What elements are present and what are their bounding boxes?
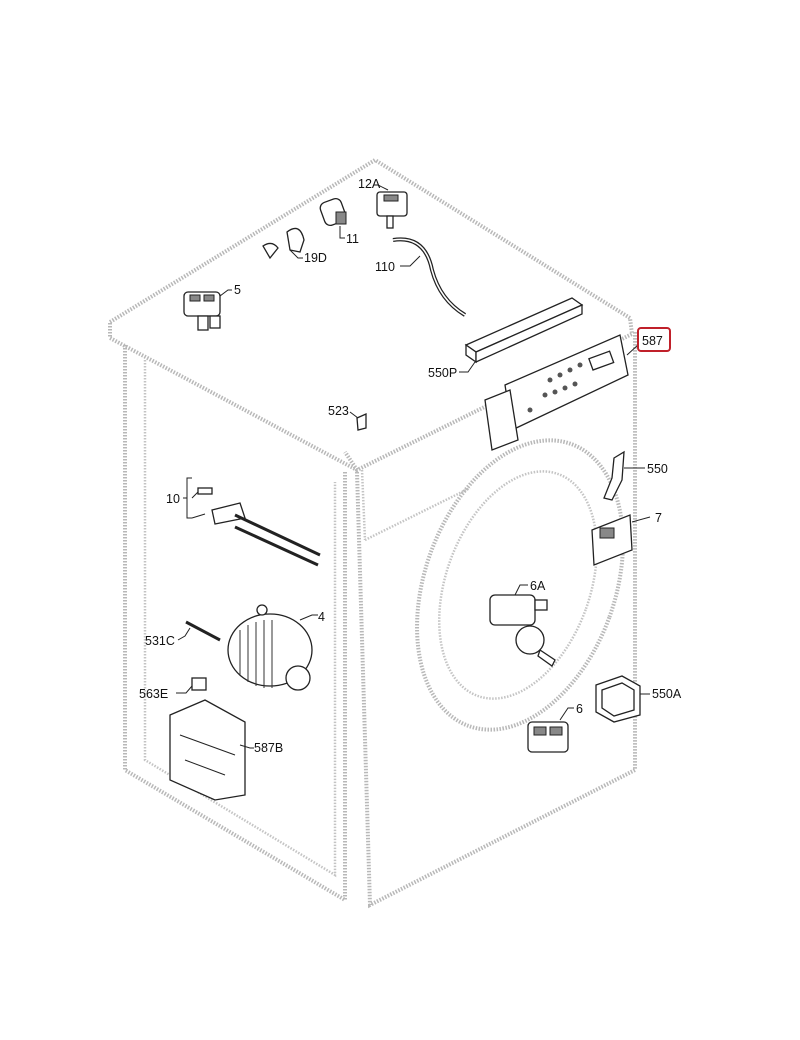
part-531C-screw[interactable]: 531C bbox=[145, 620, 221, 648]
part-19D-filter[interactable]: 19D bbox=[262, 227, 327, 265]
label-550: 550 bbox=[647, 462, 668, 476]
part-11-capacitor[interactable]: 11 bbox=[319, 197, 359, 246]
part-550A-cover[interactable]: 550A bbox=[595, 675, 682, 723]
label-523: 523 bbox=[328, 404, 349, 418]
part-550-handle[interactable]: 550 bbox=[603, 450, 668, 501]
label-5: 5 bbox=[234, 283, 241, 297]
part-5-inlet-valve[interactable]: 5 bbox=[183, 283, 241, 331]
label-550A: 550A bbox=[652, 687, 682, 701]
part-587B-module[interactable]: 587B bbox=[169, 699, 283, 801]
label-587: 587 bbox=[642, 334, 663, 348]
label-7: 7 bbox=[655, 511, 662, 525]
part-6-pump[interactable]: 6 bbox=[527, 702, 583, 753]
label-110: 110 bbox=[375, 260, 395, 274]
part-587-control-board[interactable]: 587 bbox=[484, 327, 671, 451]
label-11: 11 bbox=[346, 232, 359, 246]
highlight-box-587 bbox=[637, 327, 671, 352]
label-19D: 19D bbox=[304, 251, 327, 265]
label-563E: 563E bbox=[139, 687, 168, 701]
label-12A: 12A bbox=[358, 177, 381, 191]
label-6A: 6A bbox=[530, 579, 546, 593]
label-587B: 587B bbox=[254, 741, 283, 755]
label-550P: 550P bbox=[428, 366, 457, 380]
part-6A-drain-pump[interactable]: 6A bbox=[489, 579, 556, 667]
part-4-motor[interactable]: 4 bbox=[227, 604, 325, 691]
label-4: 4 bbox=[318, 610, 325, 624]
label-531C: 531C bbox=[145, 634, 175, 648]
part-12A-pressure-switch[interactable]: 12A bbox=[358, 177, 408, 229]
label-10: 10 bbox=[166, 492, 180, 506]
part-523-clip[interactable]: 523 bbox=[328, 404, 367, 431]
part-110-hose[interactable]: 110 bbox=[375, 237, 467, 317]
part-550P-panel[interactable]: 550P bbox=[428, 297, 584, 380]
part-7-door-lock[interactable]: 7 bbox=[591, 511, 662, 566]
part-563E-connector[interactable]: 563E bbox=[139, 677, 207, 701]
part-10-heater[interactable]: 10 bbox=[166, 477, 321, 567]
label-6: 6 bbox=[576, 702, 583, 716]
